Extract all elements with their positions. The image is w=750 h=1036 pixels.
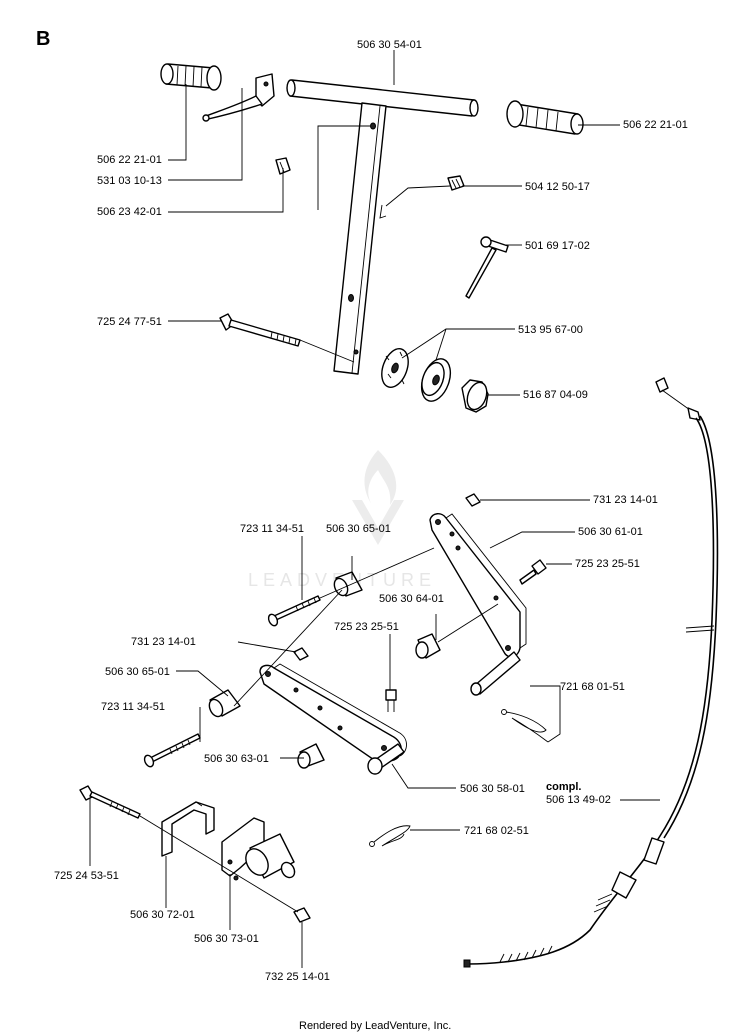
label-506-30-73-01: 506 30 73-01 [194, 933, 259, 945]
adjustment-knob [461, 379, 489, 413]
label-506-30-54-01: 506 30 54-01 [357, 39, 422, 51]
label-501-69-17-02: 501 69 17-02 [525, 240, 590, 252]
nut-lower [293, 647, 309, 661]
label-513-95-67-00: 513 95 67-00 [518, 324, 583, 336]
upper-bracket-plate [429, 513, 527, 658]
label-506-30-63-01: 506 30 63-01 [204, 753, 269, 765]
label-506-13-49-02: 506 13 49-02 [546, 794, 611, 806]
label-506-22-21-01-right: 506 22 21-01 [623, 119, 688, 131]
handle-column [333, 102, 387, 375]
label-721-68-01-51: 721 68 01-51 [560, 681, 625, 693]
label-723-11-34-51-lower: 723 11 34-51 [101, 701, 165, 713]
label-516-87-04-09: 516 87 04-09 [523, 389, 588, 401]
left-grip [160, 63, 222, 91]
flame-logo-icon [352, 450, 404, 545]
label-725-24-77-51: 725 24 77-51 [97, 316, 162, 328]
lower-bracket-plate [259, 663, 407, 765]
spacer-nut-lower [297, 743, 325, 769]
handle-assembly [160, 63, 584, 413]
label-725-23-25-51-lower: 725 23 25-51 [334, 621, 399, 633]
bolt-lower [143, 733, 201, 768]
label-506-30-58-01: 506 30 58-01 [460, 783, 525, 795]
cable-clip [275, 157, 291, 175]
section-letter: B [36, 28, 50, 50]
part-labels: 506 30 54-01 506 22 21-01 506 22 21-01 5… [54, 39, 688, 983]
footer-credit: Rendered by LeadVenture, Inc. [299, 1020, 451, 1032]
control-cable [463, 377, 719, 968]
serrated-washer-1 [381, 348, 409, 388]
hairpin-clip-upper [501, 709, 549, 743]
right-grip [506, 100, 584, 135]
label-723-11-34-51-upper: 723 11 34-51 [240, 523, 304, 535]
label-506-30-65-01-lower: 506 30 65-01 [105, 666, 170, 678]
screw-upper [519, 559, 547, 585]
label-731-23-14-01-upper: 731 23 14-01 [593, 494, 658, 506]
label-731-23-14-01-lower: 731 23 14-01 [131, 636, 196, 648]
handlebar-crossbar [286, 79, 479, 117]
label-506-30-61-01: 506 30 61-01 [578, 526, 643, 538]
pivot-pin-upper [470, 651, 521, 696]
leader-lines [89, 50, 660, 968]
pivot-housing [221, 817, 296, 881]
label-531-03-10-13: 531 03 10-13 [97, 175, 162, 187]
throttle-lever [202, 73, 275, 122]
nut-upper [465, 493, 481, 507]
mount-bracket [161, 801, 215, 857]
watermark: LEADVENTURE [248, 450, 431, 590]
long-bolt [219, 313, 301, 347]
label-732-25-14-01: 732 25 14-01 [265, 971, 330, 983]
lock-nut [293, 907, 311, 923]
label-506-22-21-01-left: 506 22 21-01 [97, 154, 162, 166]
label-506-30-72-01: 506 30 72-01 [130, 909, 195, 921]
nut-small [447, 175, 465, 191]
spacer-tube-lower [208, 689, 241, 718]
bolt-upper [267, 595, 321, 627]
label-506-30-64-01: 506 30 64-01 [379, 593, 444, 605]
t-wrench [465, 236, 509, 299]
hairpin-clip-lower [369, 825, 411, 847]
spacer-nut-upper [415, 633, 441, 659]
label-725-24-53-51: 725 24 53-51 [54, 870, 119, 882]
serrated-washer-2 [420, 358, 452, 402]
label-506-23-42-01: 506 23 42-01 [97, 206, 162, 218]
label-506-30-65-01-upper: 506 30 65-01 [326, 523, 391, 535]
label-721-68-02-51: 721 68 02-51 [464, 825, 529, 837]
label-504-12-50-17: 504 12 50-17 [525, 181, 590, 193]
screw-lower [385, 689, 397, 712]
long-bolt-lower [79, 785, 141, 819]
pivot-pin-lower [367, 743, 405, 775]
label-compl: compl. [546, 781, 581, 793]
spacer-tube-upper [333, 571, 363, 597]
label-725-23-25-51-upper: 725 23 25-51 [575, 558, 640, 570]
